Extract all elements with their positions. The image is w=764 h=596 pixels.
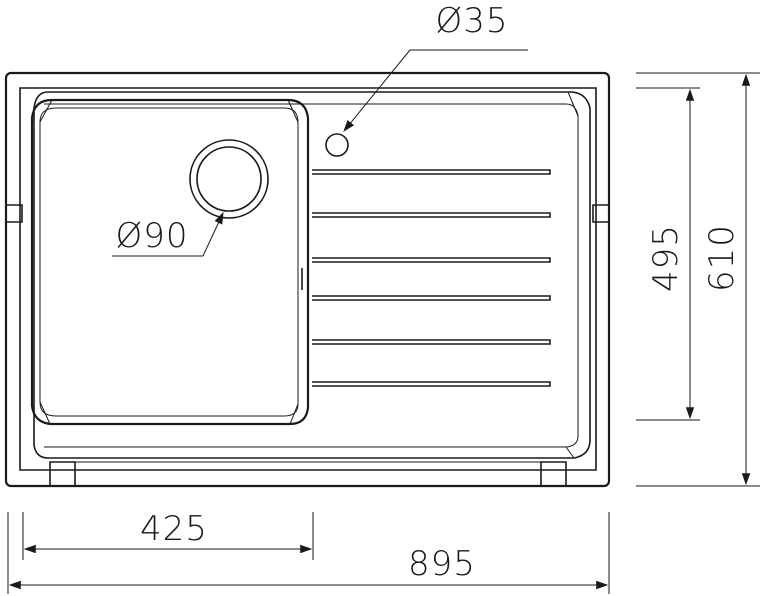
drain-leader [112, 211, 224, 257]
dimension-overall-depth [636, 72, 760, 487]
tap-hole [325, 133, 349, 157]
label-drain-diameter: Ø90 [115, 216, 188, 256]
label-tap-hole-diameter: Ø35 [435, 1, 508, 41]
drain-circle [189, 139, 269, 219]
drainer-grooves [312, 169, 551, 387]
main-basin [30, 98, 310, 426]
tap-hole-leader [343, 49, 528, 132]
dimension-basin-width [22, 512, 314, 560]
sink-outline [4, 71, 611, 488]
dimension-inner-depth [636, 87, 700, 421]
drainer-board [33, 91, 591, 459]
label-inner-depth: 495 [646, 224, 686, 292]
label-overall-depth: 610 [702, 224, 742, 292]
label-basin-width: 425 [140, 509, 208, 549]
dimension-overall-width [7, 512, 610, 594]
label-overall-width: 895 [408, 544, 476, 584]
